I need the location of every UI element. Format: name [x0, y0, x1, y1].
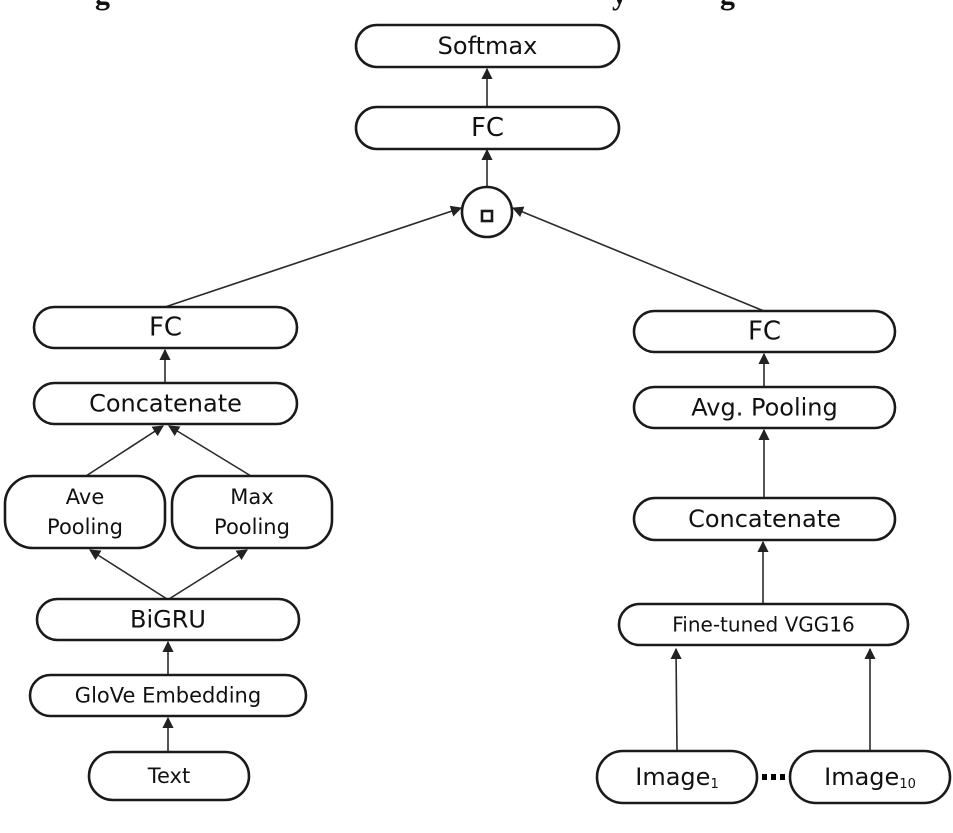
node-label: FC	[748, 317, 781, 347]
node-label: Pooling	[214, 515, 290, 539]
ellipsis-dots	[762, 774, 785, 780]
node-box	[170, 474, 334, 550]
edges-layer	[85, 67, 876, 752]
node-box	[35, 597, 301, 642]
edge-bigru-to-ave_pool	[89, 549, 168, 600]
edge-fc_img-to-fuse	[511, 206, 765, 312]
node-fc-text: FC	[32, 305, 299, 350]
node-avg-pool: Avg. Pooling	[632, 385, 897, 430]
node-label: Pooling	[47, 515, 123, 539]
caption-glyph: g	[720, 0, 735, 12]
node-label: Concatenate	[688, 505, 841, 533]
node-concat-img: Concatenate	[632, 496, 897, 542]
caption-glyph: g	[95, 0, 110, 12]
node-box	[595, 749, 759, 805]
nodes-layer: SoftmaxFCFCConcatenateAvePoolingMaxPooli…	[3, 23, 952, 805]
node-box	[354, 23, 621, 69]
node-fc-img: FC	[632, 309, 897, 354]
node-box	[32, 305, 299, 350]
node-img10: Image10	[788, 749, 952, 805]
node-label: Fine-tuned VGG16	[672, 613, 854, 637]
element-wise-product-icon	[480, 209, 494, 223]
edge-img1-to-vgg	[670, 647, 682, 752]
node-glove: GloVe Embedding	[28, 673, 308, 718]
node-img1: Image1	[595, 749, 759, 805]
caption-glyph: y	[612, 0, 627, 12]
node-label-subscript: 1	[710, 777, 718, 792]
node-box	[632, 309, 897, 354]
node-label: FC	[149, 313, 182, 343]
node-box	[632, 496, 897, 542]
node-label: Text	[147, 764, 190, 788]
node-box	[28, 673, 308, 718]
node-box	[3, 474, 167, 550]
ellipsis-dot	[780, 774, 785, 780]
node-label: Ave	[66, 485, 104, 509]
ellipsis-dot	[762, 774, 767, 780]
node-box	[617, 602, 910, 647]
edge-fc_text-to-fuse	[164, 205, 463, 308]
node-box	[788, 749, 952, 805]
node-label: GloVe Embedding	[75, 684, 261, 708]
node-label: Avg. Pooling	[691, 394, 837, 422]
figure-caption-cropped: g y g	[0, 0, 953, 11]
node-label: FC	[471, 113, 504, 143]
node-text-in: Text	[87, 750, 251, 802]
node-label-subscript: 10	[899, 777, 916, 792]
edge-ave_pool-to-concat_text	[85, 425, 164, 477]
node-box	[87, 750, 251, 802]
fusion-operator	[460, 185, 514, 239]
edge-bigru-to-max_pool	[168, 549, 248, 600]
node-label: BiGRU	[130, 606, 206, 634]
node-bigru: BiGRU	[35, 597, 301, 642]
node-box	[632, 385, 897, 430]
node-label: Softmax	[438, 32, 538, 60]
node-vgg: Fine-tuned VGG16	[617, 602, 910, 647]
node-fc-top: FC	[354, 105, 621, 151]
node-box	[32, 381, 299, 426]
node-label: Image1	[635, 763, 718, 792]
node-label: Concatenate	[89, 390, 242, 418]
node-box	[354, 105, 621, 151]
node-concat-text: Concatenate	[32, 381, 299, 426]
ellipsis-dot	[771, 774, 776, 780]
edge-max_pool-to-concat_text	[168, 425, 252, 477]
node-label: Max	[230, 485, 273, 509]
node-softmax: Softmax	[354, 23, 621, 69]
